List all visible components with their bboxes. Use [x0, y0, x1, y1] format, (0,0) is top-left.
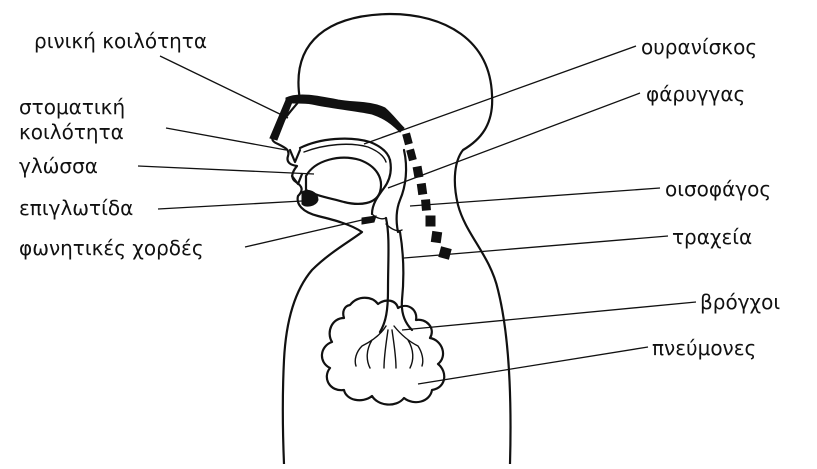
- trachea-shape: [380, 218, 389, 332]
- nasal-black-tip: [270, 100, 292, 140]
- labels: ρινική κοιλότητα στοματική κοιλότητα γλώ…: [19, 29, 780, 360]
- label-pharynx: φάρυγγας: [646, 82, 745, 106]
- epiglottis-shape: [302, 190, 318, 206]
- label-oral-cavity-line2: κοιλότητα: [19, 120, 124, 144]
- nasal-cavity-shape: [286, 95, 404, 132]
- label-palate: ουρανίσκος: [641, 35, 757, 59]
- bronchi-shape: [355, 326, 423, 368]
- label-oral-cavity-line1: στοματική: [19, 95, 125, 119]
- label-tongue: γλώσσα: [19, 154, 98, 178]
- label-lungs: πνεύμονες: [652, 336, 756, 360]
- label-esophagus: οισοφάγος: [665, 177, 771, 201]
- label-bronchi: βρόγχοι: [700, 290, 780, 314]
- lungs-shape: [322, 298, 444, 405]
- label-trachea: τραχεία: [672, 225, 752, 249]
- leader-lines: [138, 46, 696, 384]
- esophagus-shape: [403, 133, 451, 259]
- label-vocal-cords: φωνητικές χορδές: [19, 236, 204, 260]
- label-nasal-cavity: ρινική κοιλότητα: [34, 29, 207, 53]
- label-epiglottis: επιγλωτίδα: [19, 196, 133, 220]
- body-outline: [272, 14, 510, 464]
